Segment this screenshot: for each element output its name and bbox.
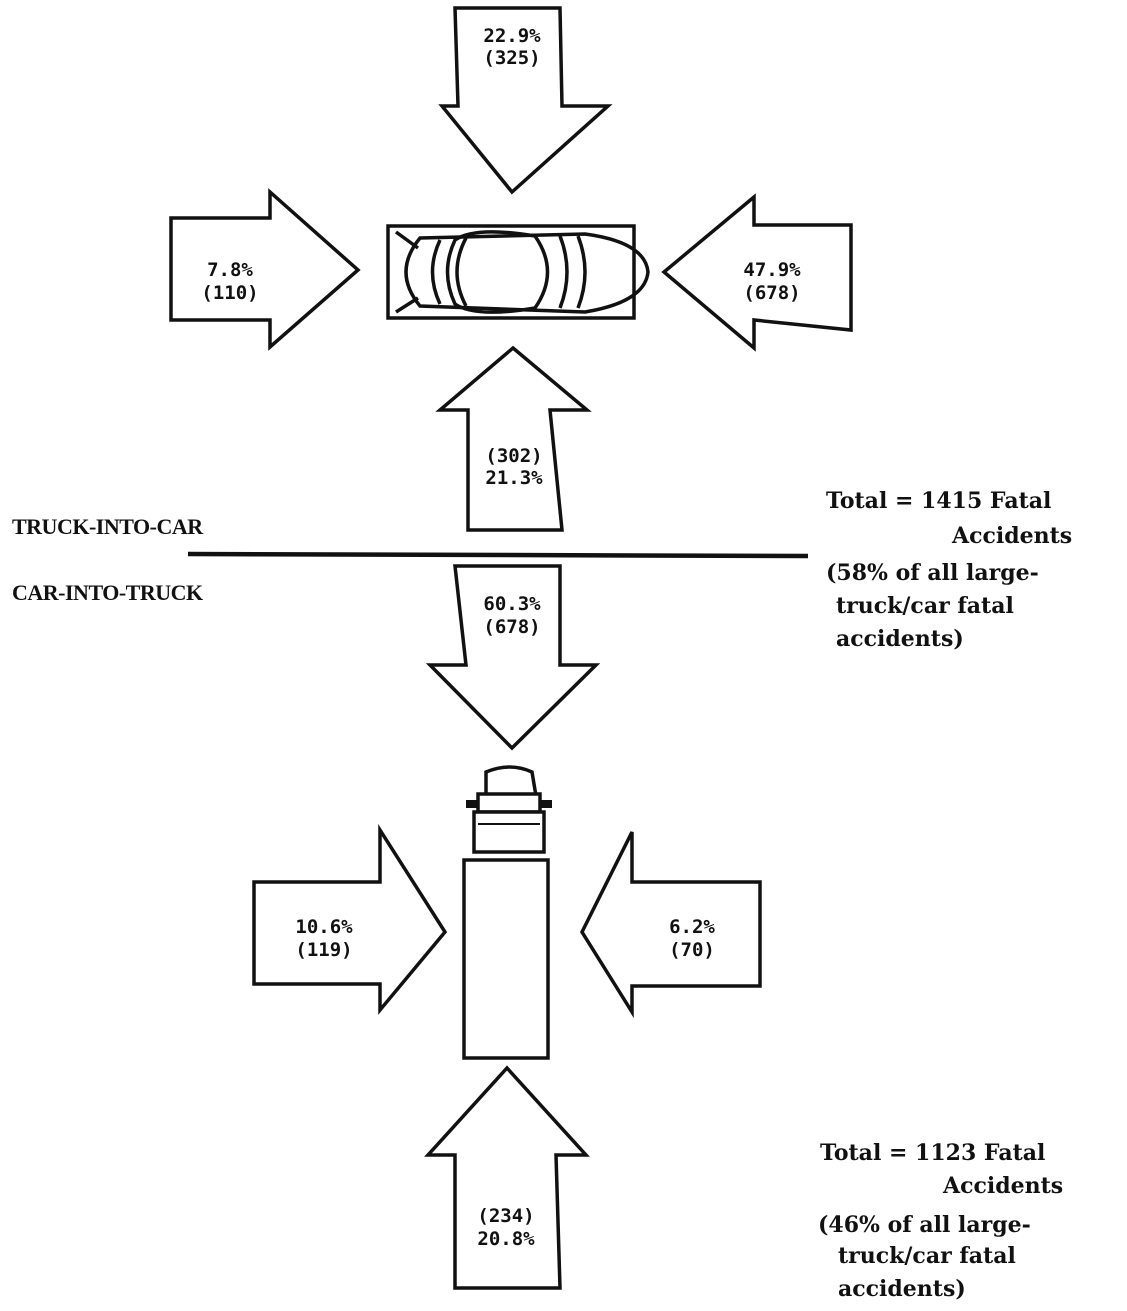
label-car-into-truck: CAR-INTO-TRUCK xyxy=(12,580,203,605)
car-rear-arrow xyxy=(440,348,587,530)
total-1-line3: (58% of all large- xyxy=(826,560,1039,586)
truck-front-count: (678) xyxy=(483,616,540,638)
total-2-line1: Total = 1123 Fatal xyxy=(820,1140,1045,1166)
label-truck-into-car: TRUCK-INTO-CAR xyxy=(12,514,204,539)
truck-left-pct: 10.6% xyxy=(295,916,353,938)
car-front-pct: 22.9% xyxy=(483,25,541,47)
total-1-line4: truck/car fatal xyxy=(836,593,1014,619)
car-rear-pct: 21.3% xyxy=(485,467,543,489)
total-truck-into-car: Total = 1415 Fatal Accidents (58% of all… xyxy=(826,488,1072,652)
truck-rear-pct: 20.8% xyxy=(477,1228,535,1250)
total-car-into-truck: Total = 1123 Fatal Accidents (46% of all… xyxy=(818,1140,1063,1302)
truck-right-count: (70) xyxy=(669,939,715,961)
truck-right-pct: 6.2% xyxy=(669,916,715,938)
total-1-line2: Accidents xyxy=(951,523,1072,549)
divider-line xyxy=(188,554,808,556)
car-left-count: (110) xyxy=(201,282,258,304)
car-rear-count: (302) xyxy=(485,445,542,467)
total-1-line1: Total = 1415 Fatal xyxy=(826,488,1051,514)
car-right-count: (678) xyxy=(743,282,800,304)
total-2-line5: accidents) xyxy=(838,1276,966,1302)
car-icon xyxy=(388,226,648,318)
truck-left-count: (119) xyxy=(295,939,352,961)
truck-rear-arrow xyxy=(428,1068,586,1288)
car-front-count: (325) xyxy=(483,47,540,69)
car-left-pct: 7.8% xyxy=(207,259,253,281)
truck-icon xyxy=(464,767,552,1058)
car-right-pct: 47.9% xyxy=(743,259,801,281)
total-2-line3: (46% of all large- xyxy=(818,1212,1031,1238)
car-left-arrow xyxy=(171,192,358,347)
total-2-line2: Accidents xyxy=(942,1173,1063,1199)
truck-rear-count: (234) xyxy=(477,1205,534,1227)
total-2-line4: truck/car fatal xyxy=(838,1243,1016,1269)
truck-front-pct: 60.3% xyxy=(483,593,541,615)
total-1-line5: accidents) xyxy=(836,626,964,652)
